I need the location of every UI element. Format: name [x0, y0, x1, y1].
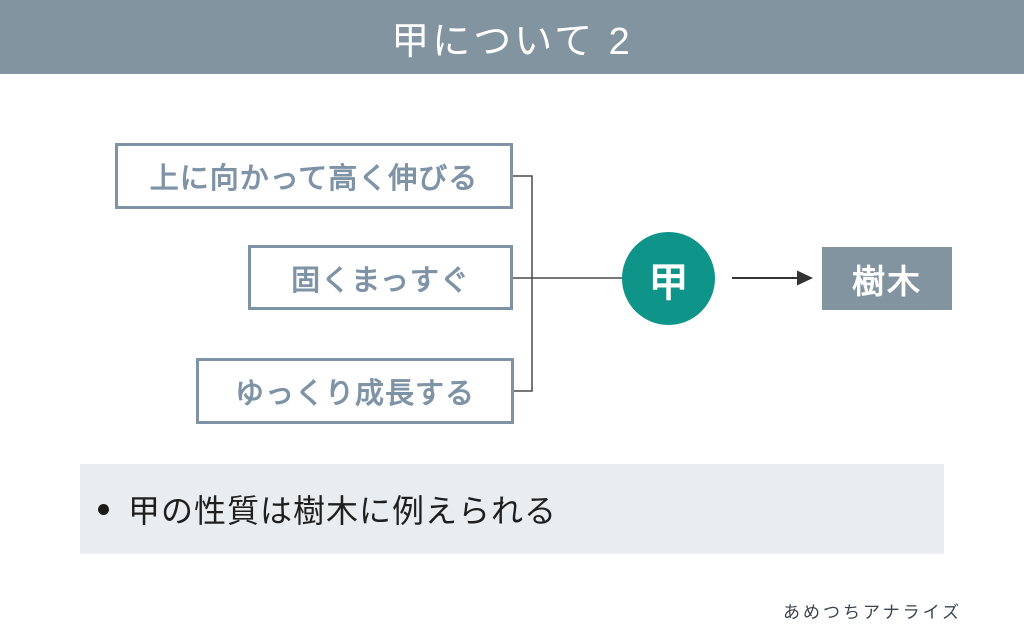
subject-label: 甲 [648, 260, 689, 305]
summary-strip: 甲の性質は樹木に例えられる [80, 464, 944, 554]
page-title: 甲について 2 [391, 20, 633, 63]
arrow-head-icon [797, 270, 813, 286]
subject-circle: 甲 [622, 232, 715, 325]
bullet-dot-icon [98, 503, 109, 515]
footer-credit: あめつちアナライズ [783, 603, 963, 622]
trait-label: 固くまっすぐ [291, 264, 470, 297]
trait-box-slow-growth: ゆっくり成長する [196, 358, 514, 424]
trait-label: 上に向かって高く伸びる [149, 163, 479, 195]
slide-header: 甲について 2 [0, 0, 1024, 74]
summary-text: 甲の性質は樹木に例えられる [128, 493, 558, 529]
trait-box-grow-upward: 上に向かって高く伸びる [115, 143, 513, 209]
trait-label: ゆっくり成長する [234, 378, 475, 410]
result-box: 樹木 [822, 247, 952, 310]
trait-box-hard-straight: 固くまっすぐ [248, 245, 513, 310]
bracket-connector-line [513, 175, 533, 392]
result-label: 樹木 [852, 262, 922, 300]
